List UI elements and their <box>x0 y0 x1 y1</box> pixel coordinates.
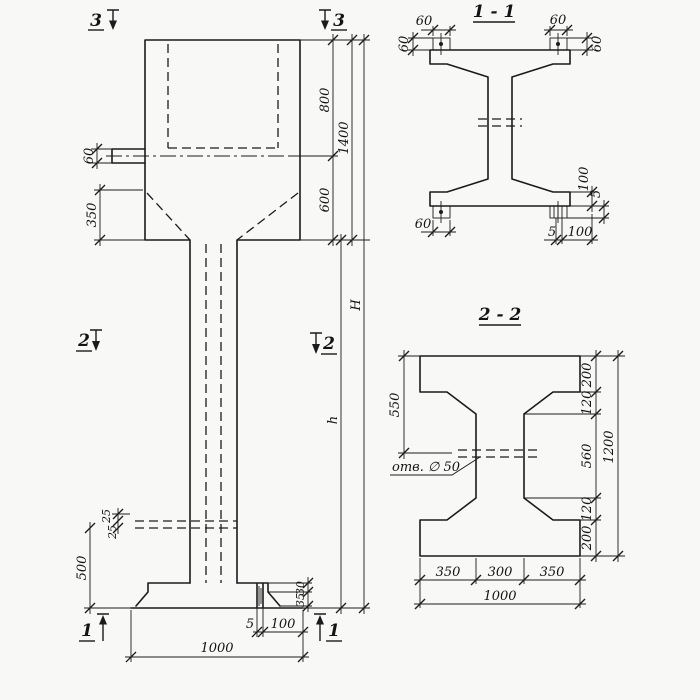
marker-3-left-label: 3 <box>90 11 102 31</box>
section-2-2-hole-hidden <box>458 449 542 458</box>
web-hidden <box>205 244 222 583</box>
section-marker-1-left: 1 <box>79 613 109 642</box>
dim-label-1000-base: 1000 <box>200 641 233 656</box>
clip-hatch <box>553 206 563 218</box>
dim-label-60-tr-h: 60 <box>550 13 567 28</box>
dim-label-350-left: 350 <box>436 565 461 580</box>
up-arrow-icon <box>99 615 107 625</box>
marker-3-right-label: 3 <box>333 11 345 31</box>
dim-label-60-ledge: 60 <box>82 148 97 165</box>
dim-label-350-right: 350 <box>540 565 565 580</box>
dim-label-1000: 1000 <box>483 589 516 604</box>
column-base <box>130 582 304 609</box>
section-marker-3-left: 3 <box>88 9 119 31</box>
section-1-1-hidden <box>478 118 522 127</box>
dim-label-35: 35 <box>294 593 307 607</box>
dim-label-550: 550 <box>388 393 403 418</box>
section-1-1-title: 1 - 1 <box>473 2 516 22</box>
section-2-2-outline <box>419 355 581 557</box>
dim-label-60-tl-h: 60 <box>416 14 433 29</box>
dim-label-200-top: 200 <box>580 363 595 389</box>
dim-label-560: 560 <box>580 444 595 469</box>
section-marker-3-right: 3 <box>319 9 347 31</box>
embed-hidden <box>135 520 237 529</box>
elevation-view: 60 350 25 25 500 800 600 1400 h H 30 35 … <box>75 9 370 663</box>
hole-label: отв. ∅ 50 <box>392 460 460 475</box>
section-2-2-dim-labels: 550 200 120 560 120 200 1200 350 300 350… <box>388 363 617 604</box>
down-arrow-icon <box>321 20 329 30</box>
marker-1-left-label: 1 <box>81 621 93 641</box>
section-marker-2-left: 2 <box>76 329 102 352</box>
column-outline <box>111 39 304 609</box>
section-1-1-dim-lines <box>412 29 605 241</box>
down-arrow-icon <box>92 341 100 351</box>
dim-label-300: 300 <box>488 565 513 580</box>
dim-label-500: 500 <box>75 556 90 581</box>
dim-label-60-bl: 60 <box>415 217 432 232</box>
dim-label-1400: 1400 <box>337 121 352 154</box>
section-1-1-clips <box>432 33 568 223</box>
down-arrow-icon <box>109 20 117 30</box>
dim-label-120-top: 120 <box>580 391 595 416</box>
dim-label-h-small: h <box>326 416 341 424</box>
dim-label-25-a: 25 <box>100 509 113 524</box>
base-rib-hatch <box>258 586 262 606</box>
section-2-2-view: 2 - 2 отв. ∅ 50 550 200 120 <box>388 305 625 610</box>
dim-label-800: 800 <box>318 88 333 113</box>
extension-lines <box>84 39 370 662</box>
section-1-1-dim-labels: 60 60 60 60 100 5 60 5 100 <box>397 13 605 240</box>
dim-label-100-base: 100 <box>271 617 296 632</box>
section-1-1-ticks <box>407 24 610 246</box>
hidden-lines <box>135 44 299 583</box>
dim-label-25-b: 25 <box>106 525 119 540</box>
section-2-2-dim-lines <box>403 350 619 605</box>
dim-label-100-right: 100 <box>577 167 592 192</box>
section-1-1-view: 1 - 1 <box>397 2 610 246</box>
hole-leader <box>390 456 481 476</box>
dim-label-60-tl-v: 60 <box>397 36 412 53</box>
section-marker-2-right: 2 <box>310 332 337 355</box>
section-2-2-title: 2 - 2 <box>478 305 522 325</box>
taper-hidden <box>146 192 299 241</box>
dim-label-60-tr-v: 60 <box>590 36 605 53</box>
dim-label-200-bottom: 200 <box>580 526 595 552</box>
down-arrow-icon <box>312 344 320 354</box>
dim-label-30: 30 <box>294 581 307 595</box>
section-1-1-outline <box>429 49 571 207</box>
marker-1-right-label: 1 <box>328 621 340 641</box>
marker-2-left-label: 2 <box>77 331 90 351</box>
marker-2-right-label: 2 <box>322 334 335 354</box>
socket-hidden <box>167 44 279 149</box>
up-arrow-icon <box>316 615 324 625</box>
dim-label-600: 600 <box>318 188 333 213</box>
dim-label-1200: 1200 <box>602 430 617 463</box>
dim-label-5-base: 5 <box>246 617 254 632</box>
section-2-2-extensions <box>398 355 625 608</box>
dim-label-100-bottom: 100 <box>568 225 593 240</box>
dim-label-5-right: 5 <box>589 190 604 198</box>
dim-label-5-bottom: 5 <box>548 225 556 240</box>
section-1-1-bolts <box>439 42 560 214</box>
section-1-1-extensions <box>408 26 609 244</box>
dim-label-350: 350 <box>85 203 100 228</box>
section-marker-1-right: 1 <box>314 613 342 642</box>
elevation-dim-labels: 60 350 25 25 500 800 600 1400 h H 30 35 … <box>75 88 364 656</box>
dim-label-H-total: H <box>349 299 364 312</box>
dim-label-120-bottom: 120 <box>580 497 595 522</box>
